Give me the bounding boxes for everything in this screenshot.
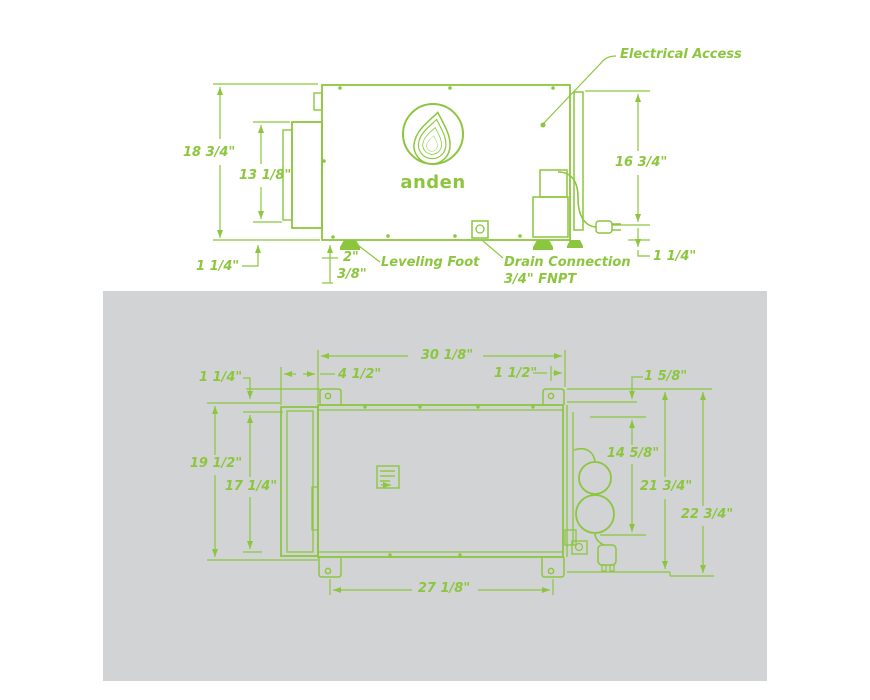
side-view-drawing [282, 84, 621, 250]
dim-collar-height: 13 1/8" [239, 168, 292, 183]
anden-wordmark: anden [400, 172, 466, 193]
unit-body-plan [317, 404, 564, 558]
power-plug-plan [597, 544, 617, 566]
dim-electrical-access: Electrical Access [620, 47, 742, 62]
screw-dots-plan [363, 405, 535, 557]
electrical-panel-side [573, 91, 584, 231]
mounting-brackets [318, 388, 565, 578]
dim-depth-to-body: 21 3/4" [639, 479, 693, 494]
airflow-label [376, 465, 400, 489]
plan-view-panel [103, 291, 767, 681]
dim-overall-height: 18 3/4" [183, 145, 236, 160]
dim-depth-total: 22 3/4" [680, 507, 734, 522]
plan-view-drawing [280, 388, 617, 578]
anden-logo [402, 103, 464, 165]
dim-body-depth: 17 1/4" [224, 479, 278, 494]
dim-bracket-hole-to-edge: 1 1/2" [494, 366, 538, 381]
power-cord-side [557, 171, 597, 228]
dim-overall-depth: 19 1/2" [189, 456, 243, 471]
side-view-dimensions [213, 55, 650, 284]
drain-fitting-side [471, 220, 489, 239]
dim-right-height: 16 3/4" [615, 155, 668, 170]
dim-bracket-offset-left: 1 1/4" [199, 370, 243, 385]
label-leveling-foot: Leveling Foot [381, 255, 480, 270]
label-drain-connection: Drain Connection [504, 255, 631, 270]
screw-dots-side [322, 86, 555, 239]
pump-box-large [532, 196, 569, 238]
label-drain-spec: 3/4" FNPT [504, 272, 577, 287]
dim-foot-adjust: 3/8" [337, 267, 367, 282]
dim-panel-offset: 1 5/8" [644, 369, 688, 384]
dim-collar-depth: 4 1/2" [338, 367, 382, 382]
power-plug-side [595, 220, 613, 234]
water-drop-icon [413, 111, 451, 165]
dim-mount-hole-spacing: 27 1/8" [417, 581, 471, 596]
coiled-cord-bottom-loop [575, 494, 615, 534]
dim-foot-offset: 2" [343, 250, 359, 265]
duct-collar-side [291, 121, 323, 229]
coiled-cord-top-loop [578, 461, 612, 495]
dim-foot-height-left: 1 1/4" [196, 259, 240, 274]
dim-overall-width: 30 1/8" [420, 348, 474, 363]
dim-cord-height: 14 5/8" [606, 446, 660, 461]
drain-fitting-plan [571, 540, 588, 555]
duct-collar-plan [280, 406, 319, 557]
plan-view-dimensions [207, 350, 714, 595]
leveling-feet [340, 240, 583, 250]
pump-box-small [539, 169, 568, 198]
dim-foot-height-right: 1 1/4" [653, 249, 697, 264]
